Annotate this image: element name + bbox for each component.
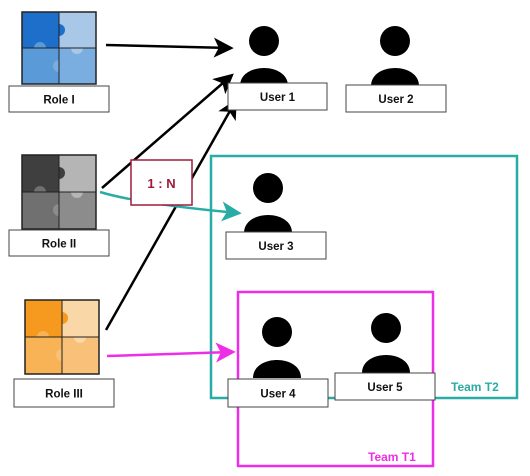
arrow-role2-user1 — [101, 73, 234, 189]
person-icon — [253, 317, 301, 378]
user-4-label: User 4 — [260, 389, 296, 401]
user-4: User 4 — [227, 317, 329, 408]
user-5-label-box — [334, 372, 436, 401]
role-2-label-box — [8, 229, 110, 257]
role-2-label: Role II — [42, 239, 77, 251]
role-1: Role I — [8, 11, 110, 113]
user-1: User 1 — [227, 26, 328, 111]
role-1-label-box — [8, 85, 110, 113]
arrow-role3-user4 — [106, 342, 236, 363]
puzzle-icon — [24, 299, 100, 375]
user-5-label: User 5 — [367, 382, 403, 394]
team-t2-label: Team T2 — [451, 380, 499, 394]
puzzle-icon — [21, 154, 97, 230]
person-icon — [240, 26, 288, 86]
puzzle-icon — [21, 11, 97, 85]
user-5: User 5 — [334, 313, 436, 401]
team-t1-label: Team T1 — [368, 450, 416, 464]
user-3: User 3 — [225, 173, 327, 260]
user-1-label: User 1 — [260, 92, 296, 104]
user-2-label: User 2 — [378, 94, 413, 106]
user-2: User 2 — [345, 26, 447, 113]
role-1-label: Role I — [43, 95, 74, 107]
arrow-role3-user1 — [104, 98, 237, 331]
role-3-label-box — [13, 378, 115, 408]
person-icon — [371, 26, 419, 86]
person-icon — [362, 313, 410, 373]
role-2: Role II — [8, 154, 110, 257]
user-2-label-box — [345, 84, 447, 113]
person-icon — [244, 173, 292, 233]
user-3-label-box — [225, 231, 327, 260]
user-3-label: User 3 — [258, 241, 293, 253]
role-3-label: Role III — [45, 389, 83, 401]
role-3: Role III — [13, 299, 115, 408]
cardinality-label: 1 : N — [147, 176, 175, 191]
user-1-label-box — [227, 82, 328, 111]
user-4-label-box — [227, 378, 329, 408]
arrow-role1-user1 — [105, 37, 234, 58]
cardinality-box — [130, 159, 193, 206]
